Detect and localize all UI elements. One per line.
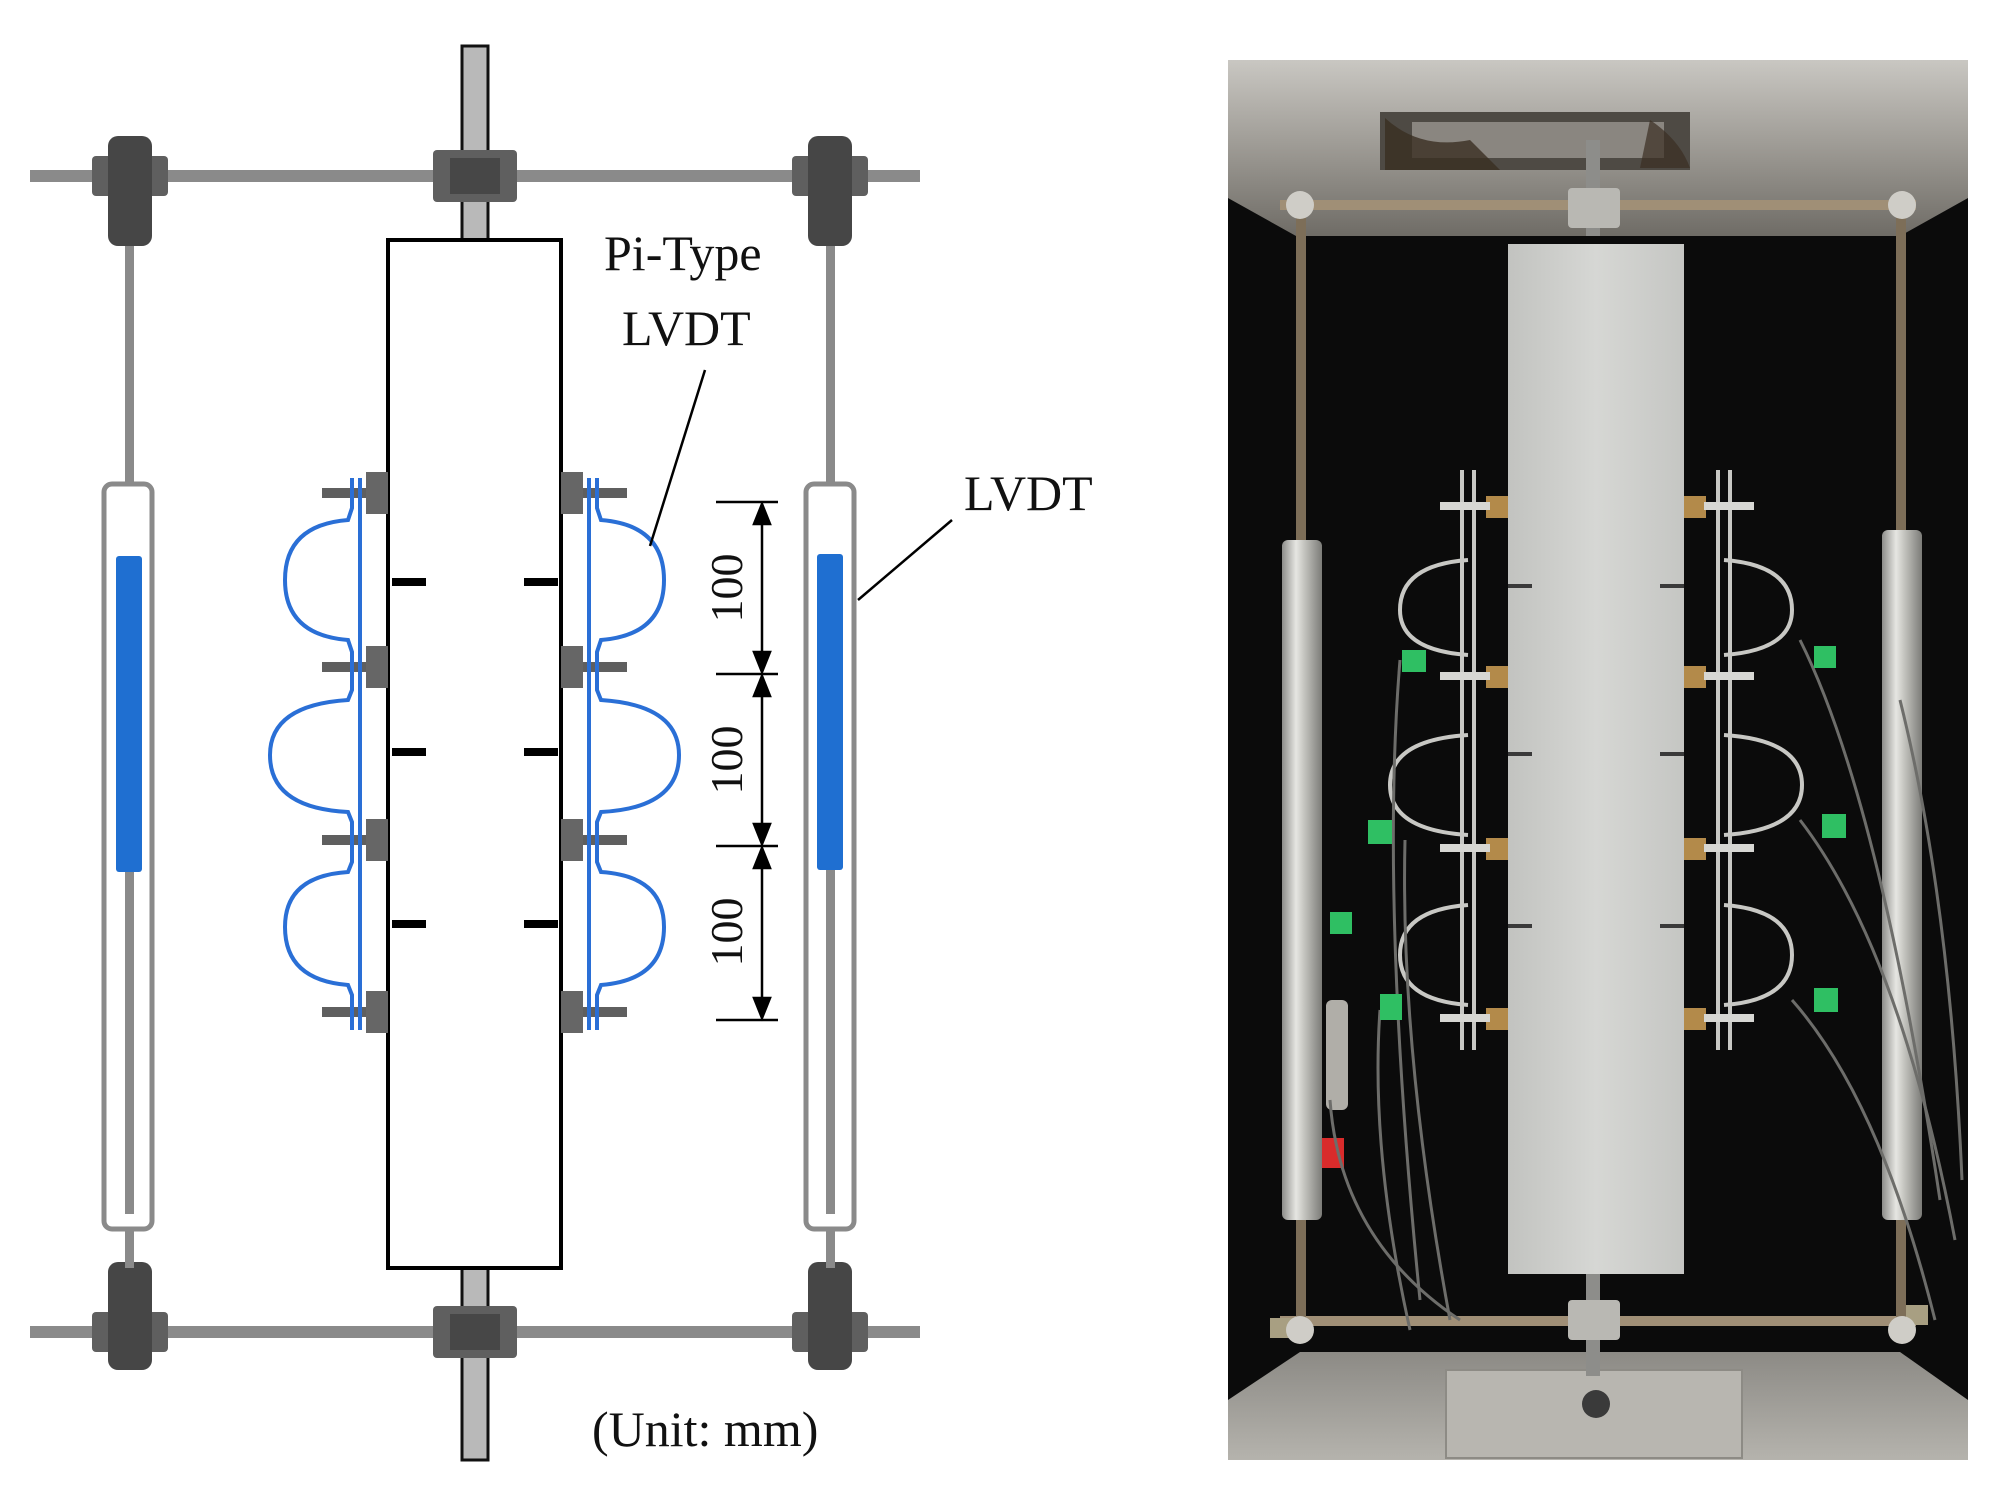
top-load-rod	[460, 44, 490, 244]
lvdt-leader	[857, 519, 953, 601]
photo-cables	[1328, 639, 1964, 1331]
right-gauge-studs	[561, 472, 627, 1033]
dimension-label-3: 100	[701, 898, 752, 967]
photo-gauge-bolts	[1440, 502, 1754, 1022]
test-setup-photo	[1228, 60, 1968, 1460]
pi-type-label-line1: Pi-Type	[604, 225, 762, 281]
dimension-lines	[716, 500, 778, 1022]
pi-type-label-line2: LVDT	[622, 300, 751, 356]
photo-specimen	[1508, 244, 1684, 1274]
photo-right-lvdt	[1882, 530, 1922, 1220]
photo-left-lvdt	[1282, 540, 1322, 1220]
left-gauge-studs	[322, 472, 388, 1033]
unit-label: (Unit: mm)	[592, 1401, 818, 1457]
left-pi-gauges	[267, 478, 362, 1030]
right-lvdt	[803, 246, 857, 1268]
photo-right-pi-gauges	[1716, 470, 1805, 1050]
photo-green-tags	[1330, 646, 1846, 1020]
lvdt-label: LVDT	[964, 465, 1093, 521]
dimension-label-1: 100	[701, 554, 752, 623]
left-lvdt	[101, 246, 155, 1268]
photo-specimen-marks	[1508, 584, 1684, 928]
right-pi-gauges	[587, 478, 682, 1030]
top-nuts	[92, 136, 868, 246]
bottom-load-rod	[460, 1266, 490, 1462]
dimension-label-2: 100	[701, 726, 752, 795]
specimen-marks	[392, 578, 558, 928]
pi-type-leader	[648, 369, 707, 547]
photo-gauge-screws	[1486, 496, 1706, 1030]
photo-left-pi-gauges	[1387, 470, 1476, 1050]
bottom-nuts	[92, 1262, 868, 1370]
schematic-diagram: 100 100 100 Pi-Type LVDT LVDT (Unit: mm)	[30, 44, 1093, 1462]
